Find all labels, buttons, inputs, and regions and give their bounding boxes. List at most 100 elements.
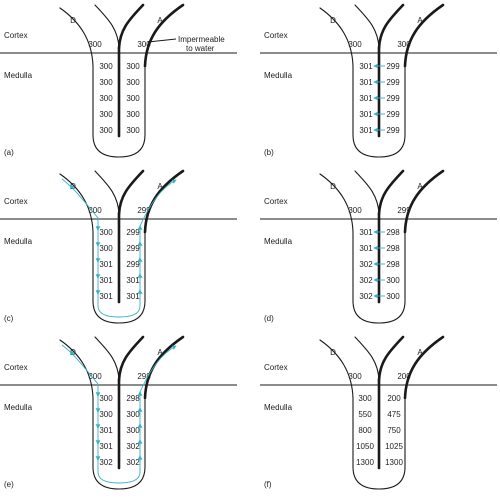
ascending-value: 302 — [126, 442, 140, 451]
ascending-value: 299 — [386, 126, 400, 135]
ascending-inner-wall — [377, 3, 405, 50]
cortex-label: Cortex — [264, 197, 288, 206]
medulla-label: Medulla — [264, 403, 293, 412]
descending-value: 300 — [99, 244, 113, 253]
cortex-value-descending: 300 — [88, 40, 102, 49]
ascending-value: 475 — [387, 410, 401, 419]
panel-caption: (a) — [4, 148, 14, 157]
descending-value: 300 — [99, 94, 113, 103]
descending-value: 800 — [358, 426, 372, 435]
descending-value: 300 — [99, 78, 113, 87]
flow-arrowhead — [95, 242, 101, 247]
flow-arrowhead — [137, 241, 143, 246]
ascending-value: 299 — [386, 62, 400, 71]
ascending-inner-wall — [377, 335, 405, 382]
flow-arrowhead — [137, 455, 143, 460]
ascending-value: 298 — [126, 394, 140, 403]
descending-value: 300 — [99, 228, 113, 237]
cortex-value-descending: 300 — [348, 372, 362, 381]
medulla-label: Medulla — [4, 237, 33, 246]
cortex-value-ascending: 299 — [397, 206, 411, 215]
ascending-value: 301 — [126, 292, 140, 301]
flow-arrowhead — [95, 226, 101, 231]
cortex-value-ascending: 200 — [397, 372, 411, 381]
cortex-value-ascending: 300 — [397, 40, 411, 49]
cortex-value-descending: 300 — [348, 206, 362, 215]
ascending-outer-wall-thick — [403, 169, 445, 234]
flow-arrowhead — [95, 424, 101, 429]
descending-value: 301 — [359, 94, 373, 103]
flow-arrowhead — [70, 350, 75, 356]
descending-limb-label: D — [330, 348, 336, 357]
impermeable-label: Impermeable — [178, 35, 225, 44]
loop-outer-wall — [59, 4, 184, 158]
ascending-value: 300 — [126, 110, 140, 119]
descending-value: 302 — [359, 292, 373, 301]
ascending-value: 299 — [126, 228, 140, 237]
ascending-value: 300 — [386, 276, 400, 285]
flow-arrowhead — [95, 456, 101, 461]
descending-value: 550 — [358, 410, 372, 419]
medulla-label: Medulla — [4, 403, 33, 412]
descending-value: 302 — [359, 260, 373, 269]
descending-value: 300 — [99, 394, 113, 403]
descending-value: 300 — [99, 62, 113, 71]
medulla-label: Medulla — [4, 71, 33, 80]
flow-arrowhead — [95, 290, 101, 295]
ascending-limb-label: A — [157, 182, 163, 191]
ascending-value: 200 — [387, 394, 401, 403]
flow-arrowhead — [137, 391, 143, 396]
ascending-value: 299 — [126, 260, 140, 269]
descending-value: 302 — [359, 276, 373, 285]
descending-value: 302 — [99, 458, 113, 467]
descending-value: 301 — [99, 276, 113, 285]
descending-value: 301 — [99, 260, 113, 269]
ascending-value: 298 — [386, 244, 400, 253]
panel-c: CortexMedullaDA3002993003003013013012992… — [0, 169, 237, 324]
descending-value: 1300 — [356, 458, 374, 467]
descending-value: 301 — [99, 426, 113, 435]
flow-arrowhead — [137, 257, 143, 262]
cortex-label: Cortex — [4, 197, 28, 206]
ascending-value: 302 — [126, 458, 140, 467]
ascending-value: 300 — [126, 94, 140, 103]
panel-caption: (b) — [264, 148, 274, 157]
ascending-value: 300 — [386, 292, 400, 301]
ascending-outer-wall-thick — [403, 3, 445, 68]
ascending-value: 300 — [126, 126, 140, 135]
cortex-label: Cortex — [264, 31, 288, 40]
cortex-value-ascending: 300 — [137, 40, 151, 49]
medulla-label: Medulla — [264, 237, 293, 246]
flow-arrowhead — [137, 439, 143, 444]
ascending-value: 299 — [126, 244, 140, 253]
fluid-flow-loop — [61, 344, 177, 484]
fluid-flow-loop — [61, 178, 177, 318]
ascending-outer-wall-thick — [143, 335, 185, 400]
descending-value: 300 — [358, 394, 372, 403]
flow-arrowhead — [95, 258, 101, 263]
flow-arrowhead — [95, 440, 101, 445]
descending-value: 301 — [359, 228, 373, 237]
descending-value: 301 — [359, 78, 373, 87]
flow-arrowhead — [95, 274, 101, 279]
ascending-value: 298 — [386, 260, 400, 269]
ascending-inner-wall — [117, 335, 145, 382]
descending-limb-label: D — [330, 182, 336, 191]
ascending-limb-label: A — [417, 16, 423, 25]
flow-arrowhead — [137, 273, 143, 278]
panel-e: CortexMedullaDA3002983003003013013022983… — [0, 335, 237, 490]
ascending-value: 299 — [386, 94, 400, 103]
descending-value: 300 — [99, 110, 113, 119]
ascending-outer-wall-thick — [143, 169, 185, 234]
ascending-value: 750 — [387, 426, 401, 435]
descending-value: 300 — [99, 126, 113, 135]
flow-arrowhead — [137, 423, 143, 428]
to-water-label: to water — [186, 44, 215, 53]
descending-value: 301 — [359, 244, 373, 253]
flow-arrowhead — [137, 225, 143, 230]
loop-outer-wall — [319, 4, 444, 158]
